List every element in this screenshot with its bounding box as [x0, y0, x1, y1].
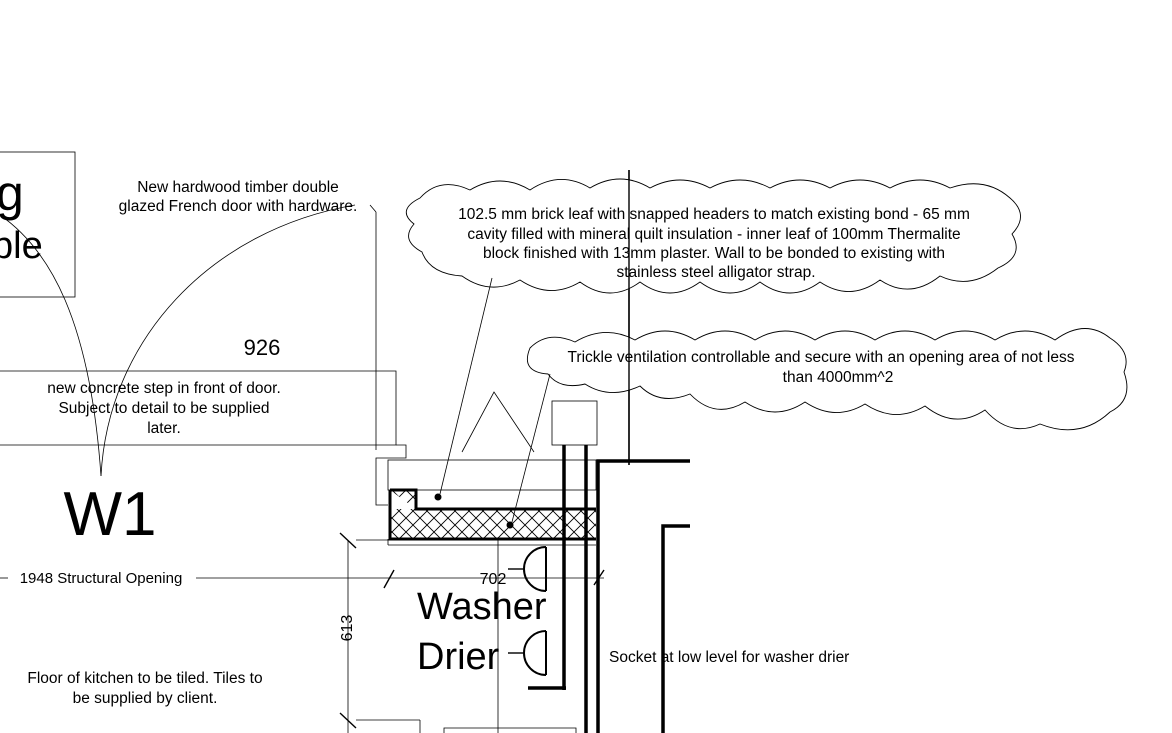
step-note-line-3: later. — [147, 420, 181, 437]
door-note-line-1: New hardwood timber double — [137, 179, 339, 196]
room-label-box: g ble — [0, 151, 76, 298]
floor-note-line-2: be supplied by client. — [73, 690, 218, 707]
room-label-bottom: ble — [0, 225, 43, 267]
concrete-step: new concrete step in front of door. Subj… — [0, 370, 407, 506]
wall-note-line-2: cavity filled with mineral quilt insulat… — [467, 226, 960, 243]
vertical-dimension-613: 613 — [339, 532, 420, 733]
floor-note: Floor of kitchen to be tiled. Tiles to b… — [27, 670, 262, 707]
door-note-line-2: glazed French door with hardware. — [119, 198, 358, 215]
door-note-leader — [369, 204, 377, 213]
vent-note-line-1: Trickle ventilation controllable and sec… — [568, 349, 1075, 366]
structural-opening-label: 1948 Structural Opening — [20, 570, 183, 587]
window-tag: W1 — [64, 480, 157, 549]
door-swing-right — [100, 204, 356, 477]
structural-opening-dimension: 1948 Structural Opening 702 — [0, 569, 605, 589]
socket-note: Socket at low level for washer drier — [609, 649, 849, 666]
ventilation-box — [528, 400, 598, 733]
drier-label: Drier — [417, 636, 500, 678]
wall-note-line-3: block finished with 13mm plaster. Wall t… — [483, 245, 945, 262]
door-note: New hardwood timber double glazed French… — [119, 179, 377, 215]
roof-hint-lines — [461, 391, 535, 453]
wall-note-leader — [439, 277, 493, 495]
vent-note-line-2: than 4000mm^2 — [783, 369, 894, 386]
step-note-line-1: new concrete step in front of door. — [47, 380, 281, 397]
leader-dot-block — [506, 521, 514, 529]
brick-leaf-hatch — [387, 459, 597, 491]
wall-note-line-4: stainless steel alligator strap. — [616, 264, 815, 281]
leader-dot-brick — [434, 493, 442, 501]
dimension-926: 926 — [244, 335, 281, 360]
floor-note-line-1: Floor of kitchen to be tiled. Tiles to — [27, 670, 262, 687]
vent-note-leader — [511, 373, 551, 523]
washer-drier: Washer Drier — [417, 540, 577, 733]
wall-note-line-1: 102.5 mm brick leaf with snapped headers… — [458, 206, 970, 223]
room-label-top: g — [0, 165, 24, 221]
vent-note-cloud: Trickle ventilation controllable and sec… — [511, 328, 1128, 523]
door-swing-left — [0, 214, 102, 477]
block-leaf-hatch — [390, 509, 596, 539]
dimension-613: 613 — [339, 615, 356, 642]
french-door — [0, 204, 377, 477]
wall-section — [387, 459, 597, 546]
step-note-line-2: Subject to detail to be supplied — [58, 400, 269, 417]
dimension-702: 702 — [480, 571, 507, 588]
wall-note-cloud: 102.5 mm brick leaf with snapped headers… — [405, 178, 1021, 495]
washer-label: Washer — [417, 586, 547, 628]
